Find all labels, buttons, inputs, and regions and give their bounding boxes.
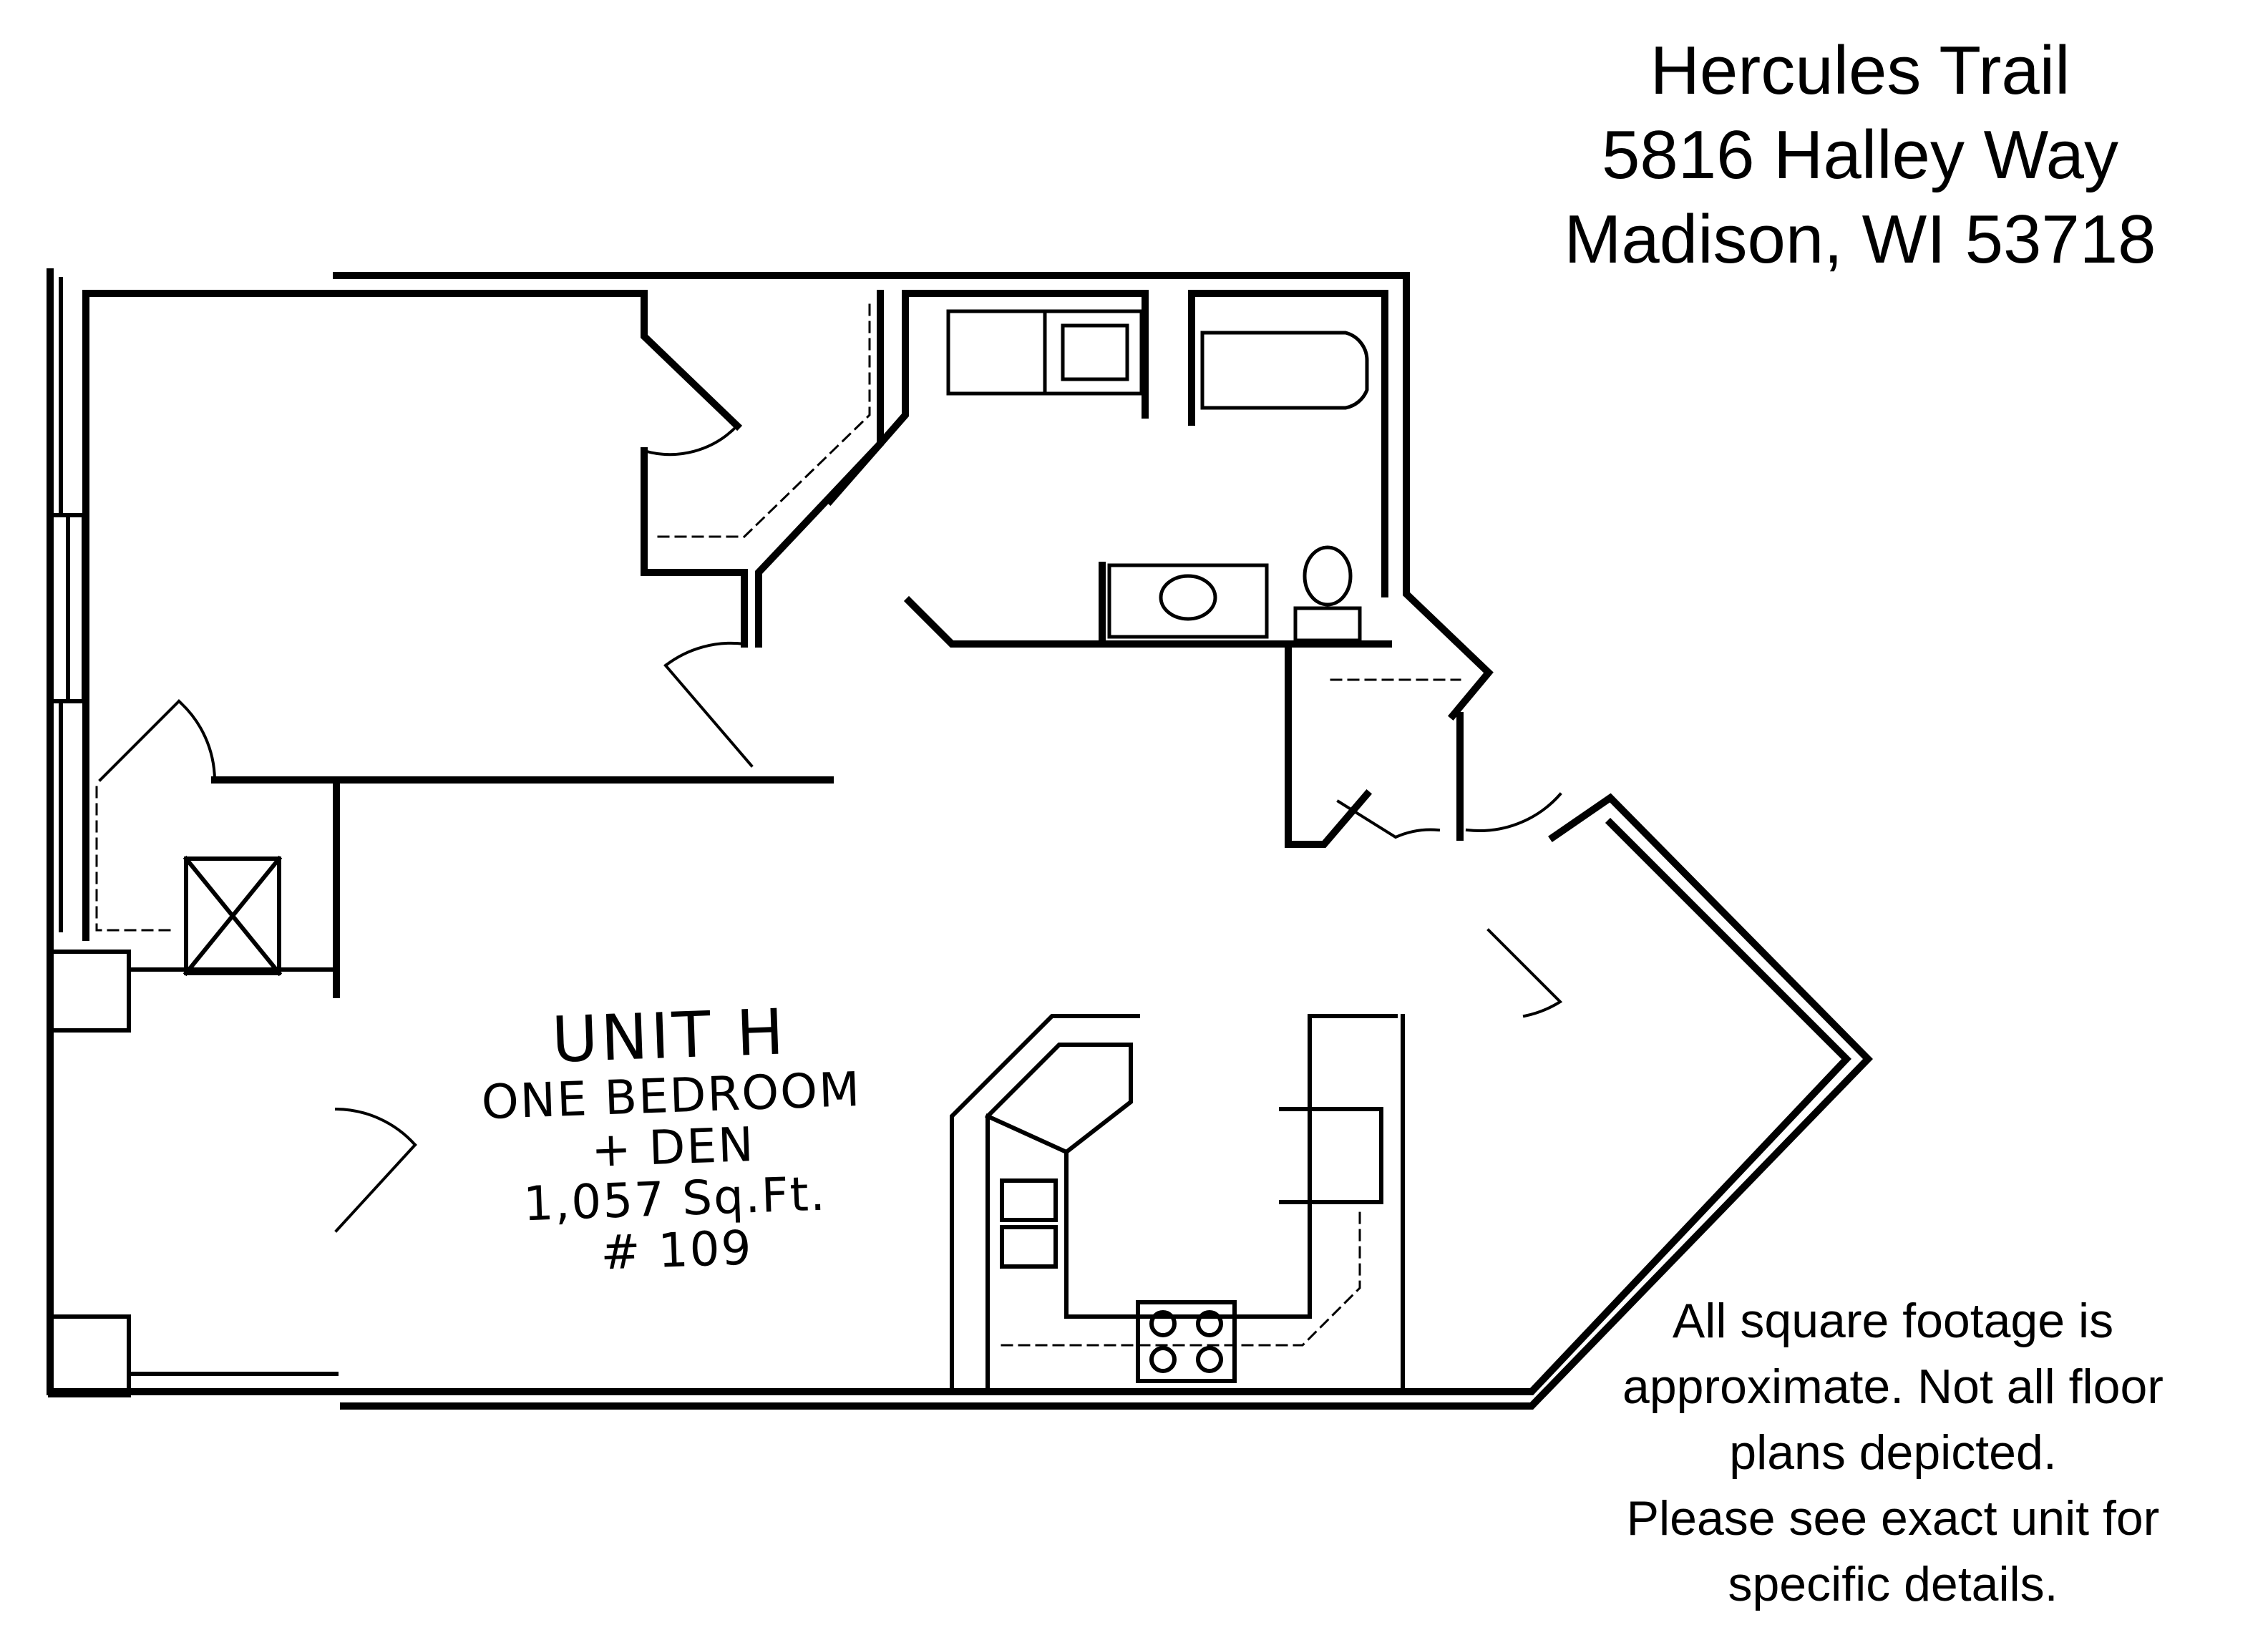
disclaimer-note: All square footage is approximate. Not a… — [1560, 1288, 2226, 1617]
property-address: Hercules Trail 5816 Halley Way Madison, … — [1502, 29, 2218, 282]
bathtub — [1200, 331, 1369, 410]
left-window-strip — [49, 277, 86, 932]
bedroom-walls — [82, 290, 884, 998]
doors — [98, 424, 1563, 1233]
disclaimer-line: All square footage is — [1672, 1294, 2114, 1348]
bath-fixtures — [1107, 545, 1362, 643]
kitchen — [950, 1014, 1405, 1394]
street-address: 5816 Halley Way — [1601, 117, 2119, 193]
exterior-walls — [47, 268, 1873, 1410]
property-name: Hercules Trail — [1650, 32, 2070, 109]
disclaimer-line: plans depicted. — [1729, 1425, 2057, 1480]
unit-label: UNIT H ONE BEDROOM + DEN 1,057 Sq.Ft. # … — [467, 995, 877, 1283]
city-state-zip: Madison, WI 53718 — [1564, 201, 2156, 278]
service-core-walls — [824, 290, 1464, 848]
disclaimer-line: specific details. — [1728, 1557, 2058, 1611]
shelving — [95, 299, 1461, 1347]
washer-dryer — [946, 309, 1144, 396]
den-storage — [48, 855, 339, 1397]
disclaimer-line: approximate. Not all floor — [1622, 1360, 2164, 1414]
disclaimer-line: Please see exact unit for — [1626, 1491, 2160, 1546]
